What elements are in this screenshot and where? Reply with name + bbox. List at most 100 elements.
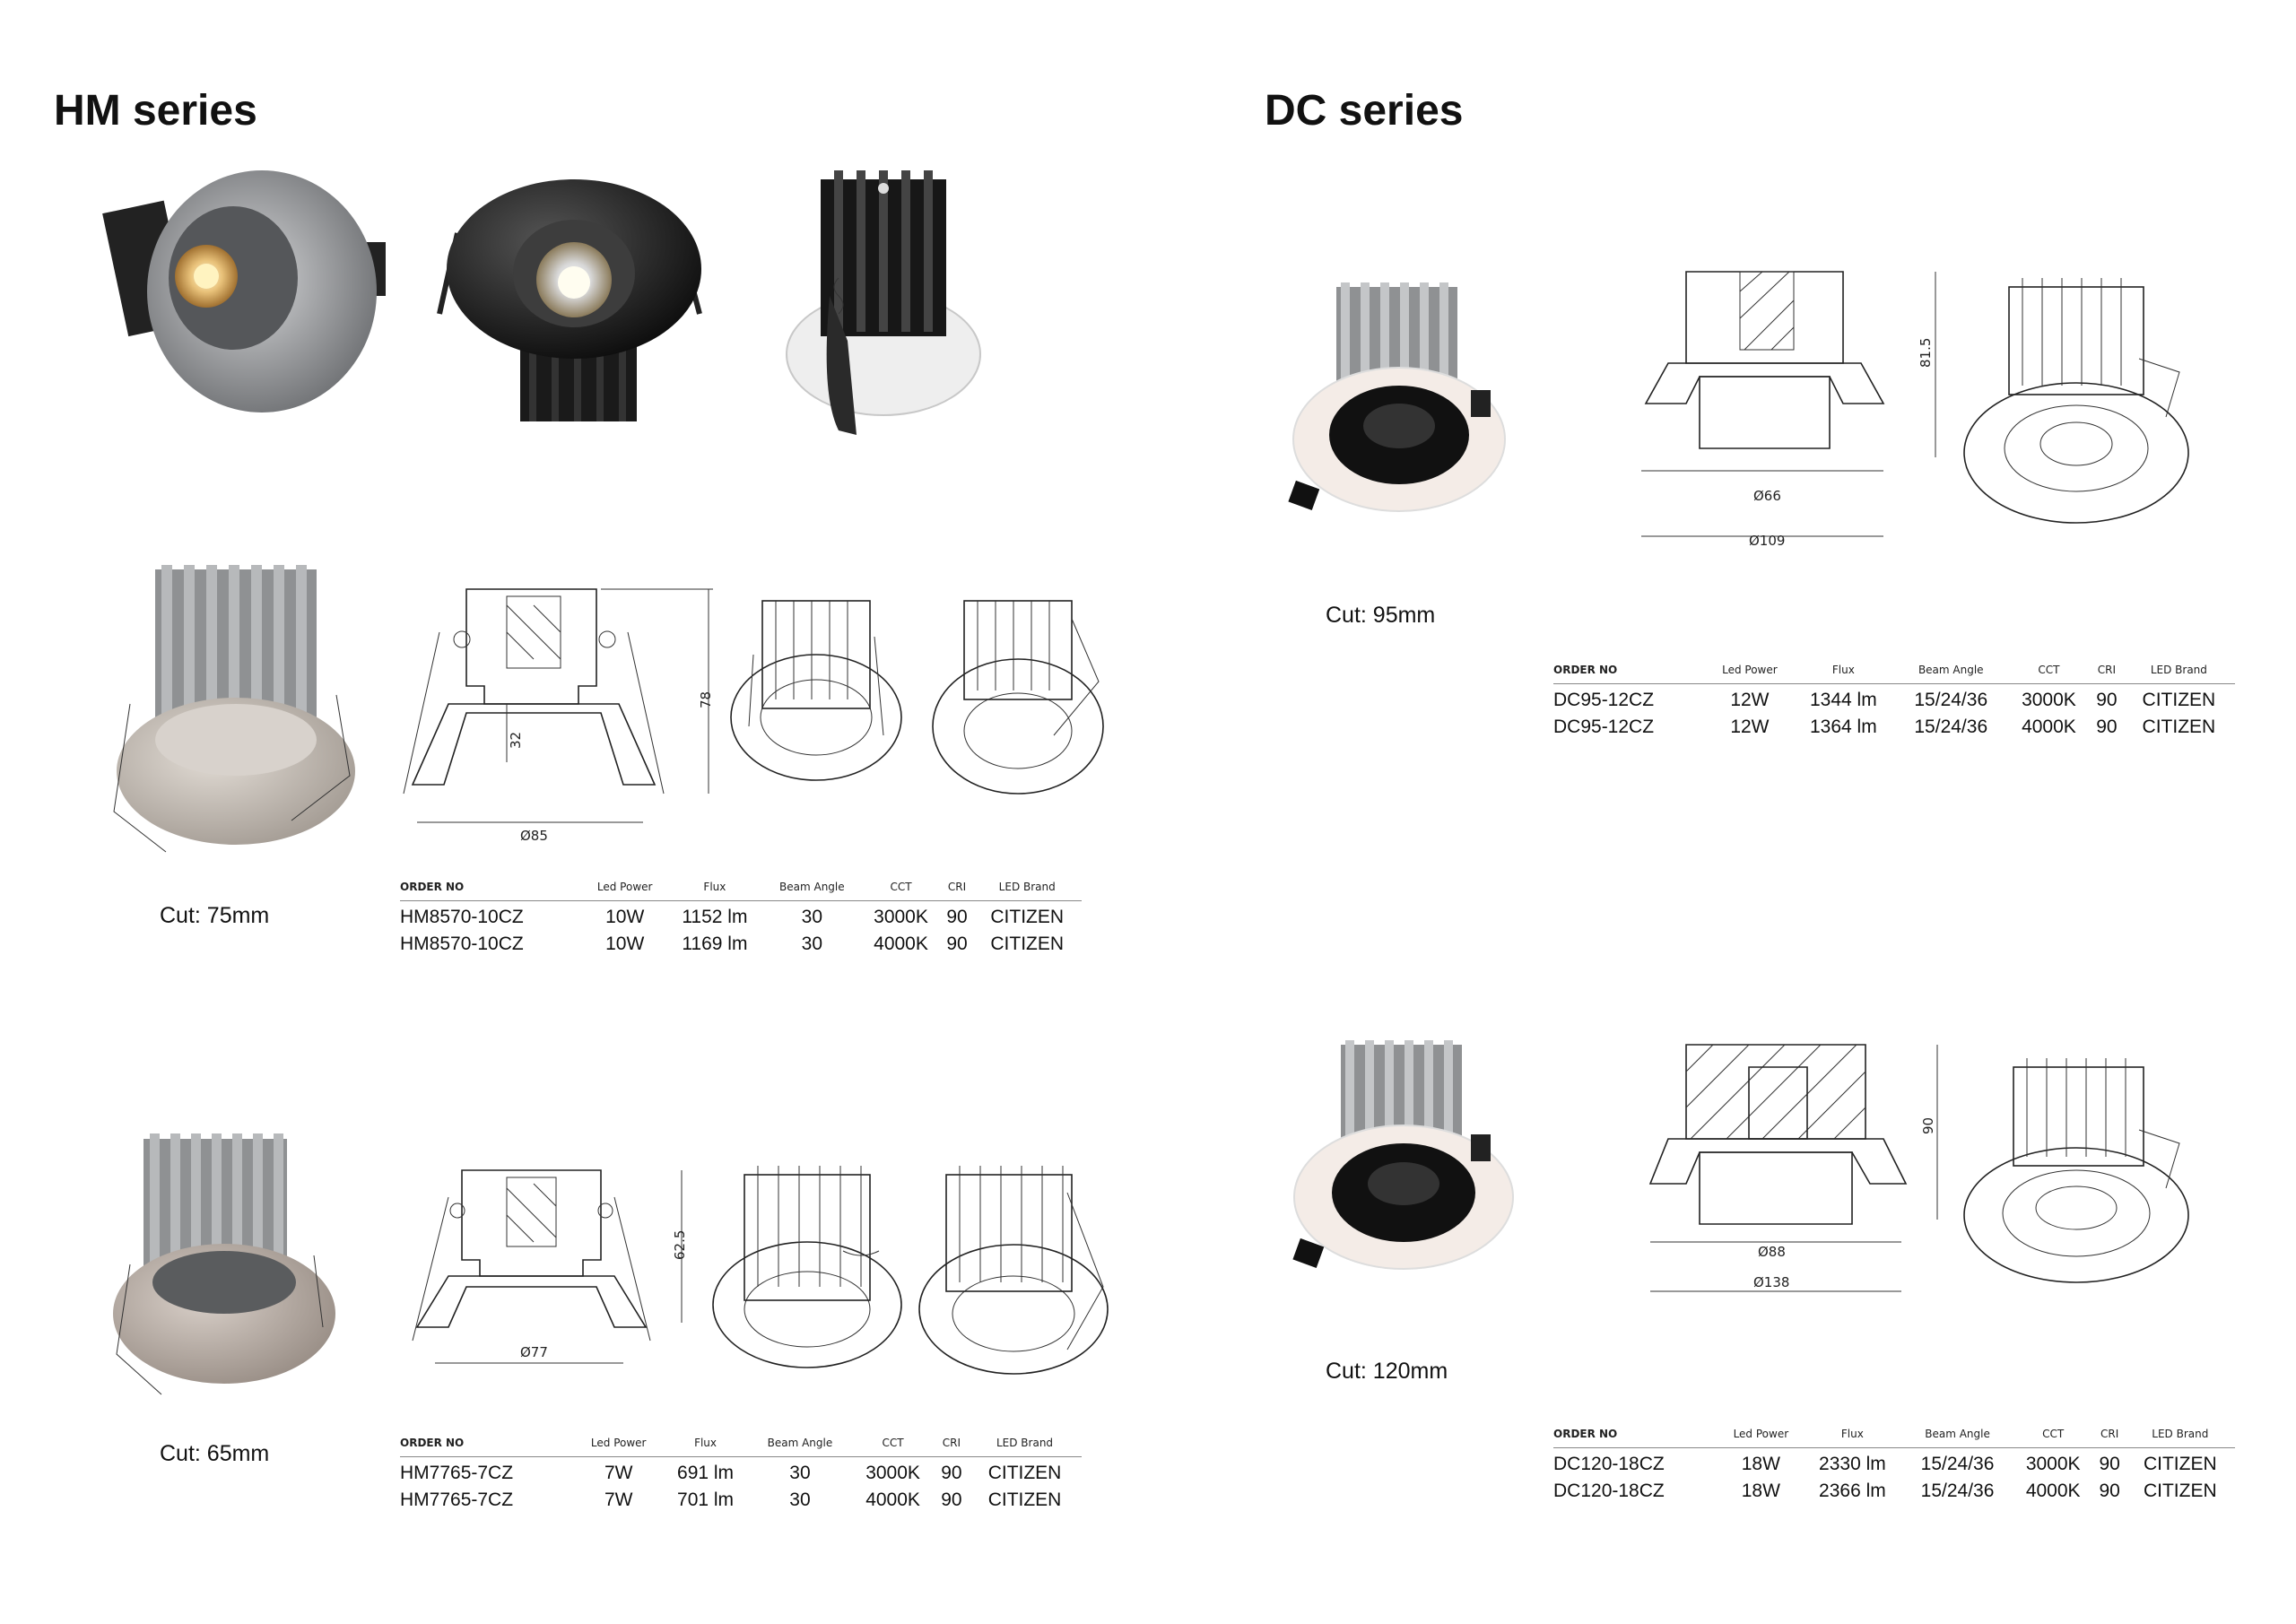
cell-flux: 1364 lm (1809, 716, 1877, 737)
cell-cri: 90 (2099, 1454, 2120, 1474)
header-cri: CRI (2090, 664, 2123, 684)
cell-brand: CITIZEN (2143, 1454, 2217, 1474)
cell-beam: 30 (801, 907, 822, 927)
header-cct: CCT (2012, 1428, 2094, 1448)
cell-flux: 1152 lm (682, 907, 748, 927)
dc120-line-drawing (1963, 1058, 2189, 1283)
cell-cct: 3000K (2022, 690, 2076, 710)
cell-flux: 691 lm (677, 1463, 735, 1483)
hm8570-section-drawing: Ø85 78 32 (403, 588, 714, 844)
cell-power: 7W (604, 1463, 633, 1483)
cell-order-no: HM7765-7CZ (400, 1463, 514, 1483)
dc95-line-drawing (1963, 278, 2189, 524)
cell-cct: 4000K (865, 1489, 920, 1510)
cut-size-label: Cut: 95mm (1326, 603, 1436, 628)
cell-power: 10W (605, 934, 645, 954)
cell-order-no: DC95-12CZ (1553, 690, 1655, 710)
header-led-brand: LED Brand (972, 881, 1082, 901)
dc-series-title: DC series (1265, 87, 1464, 135)
cell-order-no: DC120-18CZ (1553, 1454, 1665, 1474)
outer-diameter-dimension: Ø109 (1749, 533, 1785, 549)
cell-brand: CITIZEN (987, 1489, 1062, 1510)
cell-beam: 15/24/36 (1914, 716, 1988, 737)
cell-order-no: HM7765-7CZ (400, 1489, 514, 1510)
table-header-row: ORDER NO Led Power Flux Beam Angle CCT C… (400, 881, 1082, 901)
cell-brand: CITIZEN (987, 1463, 1062, 1483)
cell-cct: 4000K (874, 934, 928, 954)
cell-brand: CITIZEN (2142, 690, 2216, 710)
cell-brand: CITIZEN (990, 934, 1065, 954)
cut-size-label: Cut: 65mm (160, 1441, 270, 1466)
inner-dimension: 32 (508, 732, 524, 749)
header-cri: CRI (941, 881, 973, 901)
hm7765-photo (113, 1133, 335, 1395)
height-dimension: 81.5 (1918, 338, 1934, 368)
header-flux: Flux (1792, 664, 1895, 684)
hm7765-spec-table: ORDER NO Led Power Flux Beam Angle CCT C… (400, 1437, 1082, 1511)
cell-beam: 15/24/36 (1920, 1481, 1995, 1501)
header-beam-angle: Beam Angle (1902, 1428, 2013, 1448)
table-row: HM7765-7CZ 7W 691 lm 30 3000K 90 CITIZEN (400, 1457, 1082, 1485)
table-row: HM7765-7CZ 7W 701 lm 30 4000K 90 CITIZEN (400, 1484, 1082, 1511)
cell-beam: 30 (789, 1489, 811, 1510)
cell-power: 10W (605, 907, 645, 927)
cell-cct: 3000K (874, 907, 928, 927)
cell-cri: 90 (946, 907, 968, 927)
height-dimension: 62.5 (672, 1230, 688, 1260)
header-led-power: Led Power (575, 1437, 662, 1457)
cell-cri: 90 (2096, 716, 2118, 737)
header-led-brand: LED Brand (968, 1437, 1082, 1457)
table-header-row: ORDER NO Led Power Flux Beam Angle CCT C… (400, 1437, 1082, 1457)
header-order-no: ORDER NO (1553, 664, 1708, 684)
header-order-no: ORDER NO (1553, 1428, 1720, 1448)
header-cri: CRI (935, 1437, 969, 1457)
table-row: DC120-18CZ 18W 2330 lm 15/24/36 3000K 90… (1553, 1448, 2235, 1476)
table-header-row: ORDER NO Led Power Flux Beam Angle CCT C… (1553, 664, 2235, 684)
white-module-photo (786, 170, 981, 435)
inner-diameter-dimension: Ø88 (1758, 1244, 1786, 1260)
header-cct: CCT (860, 881, 942, 901)
hm8570-photo (113, 565, 355, 853)
cell-brand: CITIZEN (2143, 1481, 2217, 1501)
cell-cct: 4000K (2022, 716, 2076, 737)
header-led-power: Led Power (583, 881, 666, 901)
diameter-dimension: Ø77 (520, 1344, 548, 1360)
cell-order-no: DC95-12CZ (1553, 716, 1655, 737)
table-row: HM8570-10CZ 10W 1169 lm 30 4000K 90 CITI… (400, 928, 1082, 955)
table-row: DC95-12CZ 12W 1364 lm 15/24/36 4000K 90 … (1553, 711, 2235, 738)
cell-cct: 3000K (865, 1463, 920, 1483)
cell-cri: 90 (941, 1489, 962, 1510)
header-led-brand: LED Brand (2122, 664, 2235, 684)
dc120-photo (1292, 1040, 1514, 1270)
cell-beam: 30 (801, 934, 822, 954)
header-beam-angle: Beam Angle (749, 1437, 851, 1457)
header-order-no: ORDER NO (400, 1437, 576, 1457)
cell-power: 12W (1730, 716, 1770, 737)
cell-cct: 3000K (2025, 1454, 2081, 1474)
header-flux: Flux (665, 881, 764, 901)
cell-power: 7W (604, 1489, 633, 1510)
header-led-power: Led Power (1719, 1428, 1803, 1448)
diameter-dimension: Ø85 (520, 828, 548, 844)
cell-brand: CITIZEN (990, 907, 1065, 927)
cell-cri: 90 (946, 934, 968, 954)
cell-cct: 4000K (2025, 1481, 2081, 1501)
cell-beam: 15/24/36 (1914, 690, 1988, 710)
dc95-section-drawing: Ø66 Ø109 81.5 (1641, 271, 1936, 549)
cut-size-label: Cut: 120mm (1326, 1359, 1448, 1384)
cell-cri: 90 (941, 1463, 962, 1483)
table-row: DC95-12CZ 12W 1344 lm 15/24/36 3000K 90 … (1553, 684, 2235, 712)
cell-flux: 701 lm (677, 1489, 735, 1510)
height-dimension: 78 (698, 691, 714, 708)
hm8570-spec-table: ORDER NO Led Power Flux Beam Angle CCT C… (400, 881, 1082, 955)
cell-flux: 1169 lm (682, 934, 748, 954)
hm7765-line-drawings (712, 1166, 1109, 1375)
cell-power: 12W (1730, 690, 1770, 710)
inner-diameter-dimension: Ø66 (1753, 488, 1781, 504)
cell-flux: 2330 lm (1819, 1454, 1886, 1474)
table-header-row: ORDER NO Led Power Flux Beam Angle CCT C… (1553, 1428, 2235, 1448)
cell-power: 18W (1741, 1481, 1780, 1501)
header-led-power: Led Power (1707, 664, 1793, 684)
table-row: HM8570-10CZ 10W 1152 lm 30 3000K 90 CITI… (400, 901, 1082, 929)
cell-order-no: HM8570-10CZ (400, 934, 524, 954)
